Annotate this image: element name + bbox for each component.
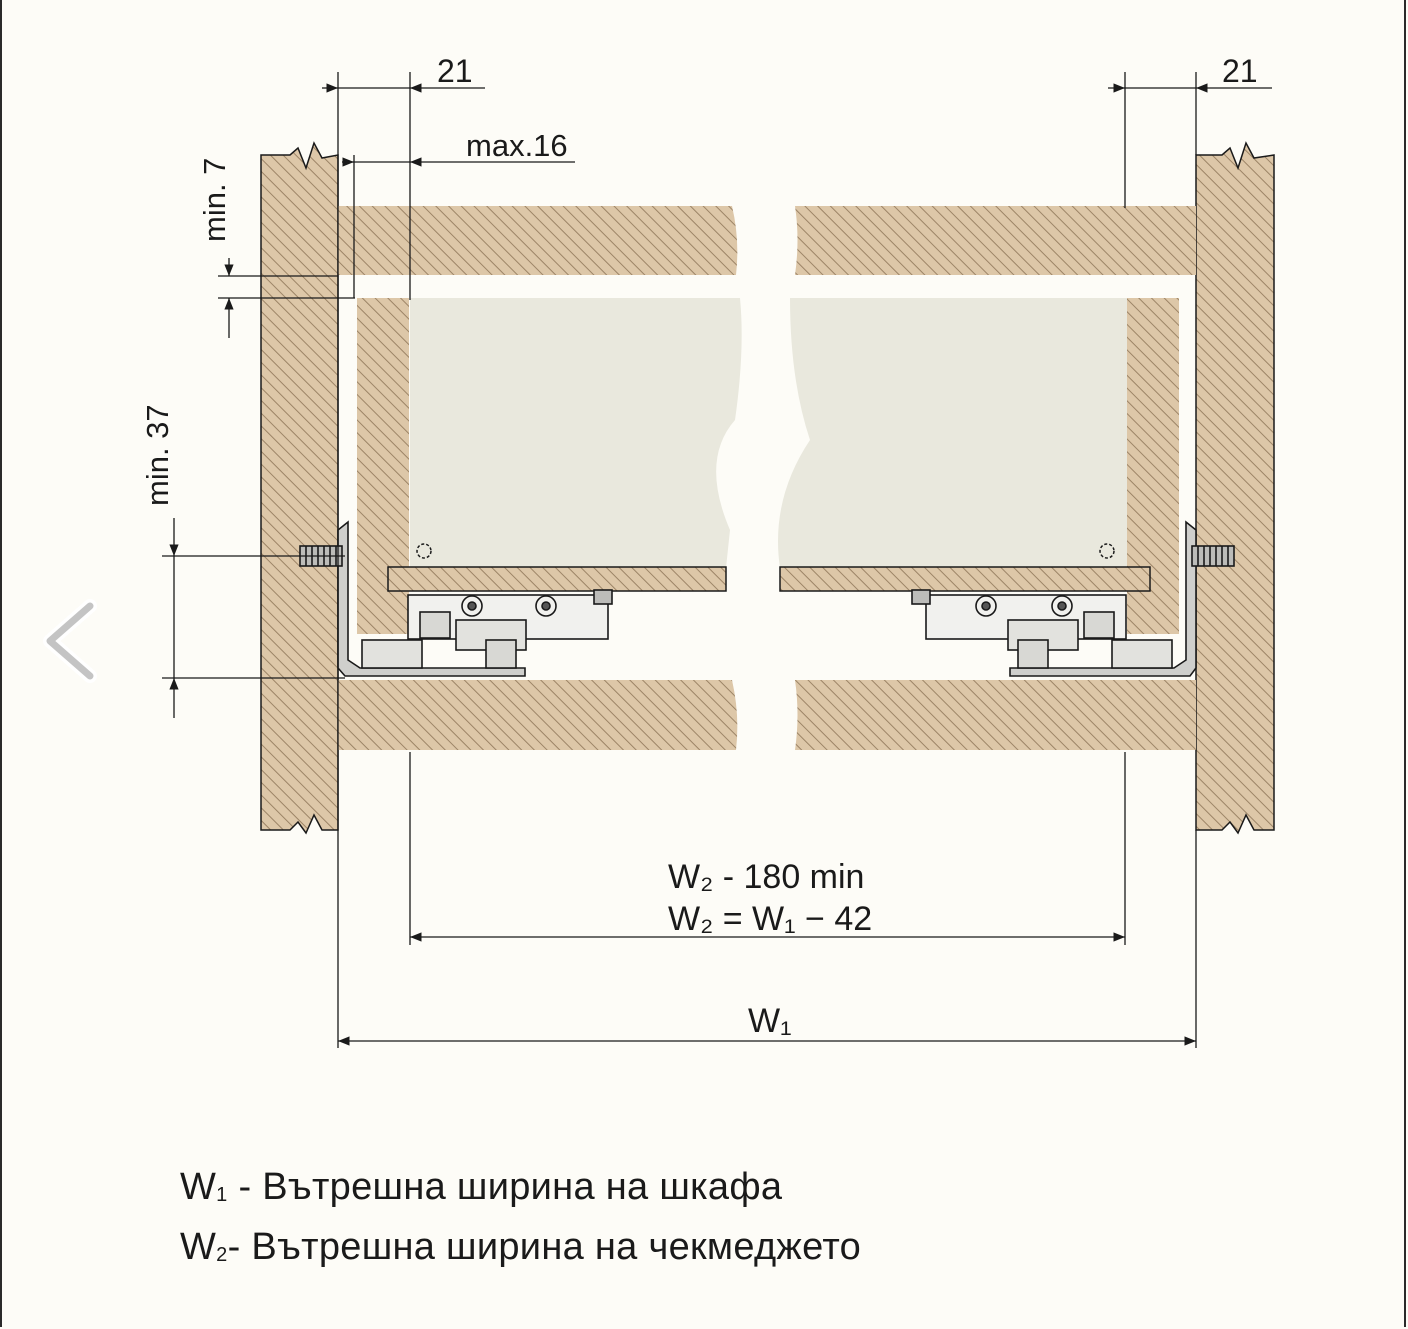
dim-label-min7: min. 7 — [197, 158, 232, 242]
legend-w1-description: - Вътрешна ширина на шкафа — [227, 1166, 783, 1208]
drawer-panel-left — [410, 298, 742, 568]
cabinet-left-wall — [260, 141, 339, 835]
top-shelf-left — [338, 206, 738, 275]
dim-label-w2-min: W₂ - 180 min — [668, 858, 864, 896]
dim-label-21-left: 21 — [437, 53, 473, 89]
top-shelf-right — [795, 206, 1196, 275]
dim-label-w1: W₁ — [748, 1002, 792, 1040]
legend-w2-symbol: W — [180, 1226, 217, 1268]
legend-w2-description: - Вътрешна ширина на чекмеджето — [227, 1226, 862, 1268]
drawer-bottom-left — [387, 566, 727, 592]
legend-w2: W2- Вътрешна ширина на чекмеджето — [180, 1226, 861, 1269]
bottom-shelf-left — [338, 680, 738, 750]
dim-label-w2-formula: W₂ = W₁ − 42 — [668, 900, 872, 938]
legend-w1-symbol: W — [180, 1166, 217, 1208]
chevron-left-icon — [43, 599, 97, 683]
drawer-panel-right — [778, 298, 1127, 568]
dowel-marker-left — [416, 543, 432, 559]
legend-w2-subscript: 2 — [216, 1244, 228, 1266]
drawer-bottom-right — [779, 566, 1151, 592]
dimension-lines — [162, 72, 1272, 1048]
dim-label-min37: min. 37 — [140, 404, 175, 506]
dim-label-max16: max.16 — [466, 128, 568, 163]
cabinet-right-wall — [1195, 141, 1275, 835]
bottom-shelf-right — [795, 680, 1196, 750]
dowel-marker-right — [1099, 543, 1115, 559]
legend-w1: W1 - Вътрешна ширина на шкафа — [180, 1166, 782, 1209]
runner-mechanism-right — [911, 520, 1235, 677]
dim-label-21-right: 21 — [1222, 53, 1258, 89]
legend-w1-subscript: 1 — [216, 1184, 228, 1206]
carousel-prev-button[interactable] — [38, 596, 108, 686]
